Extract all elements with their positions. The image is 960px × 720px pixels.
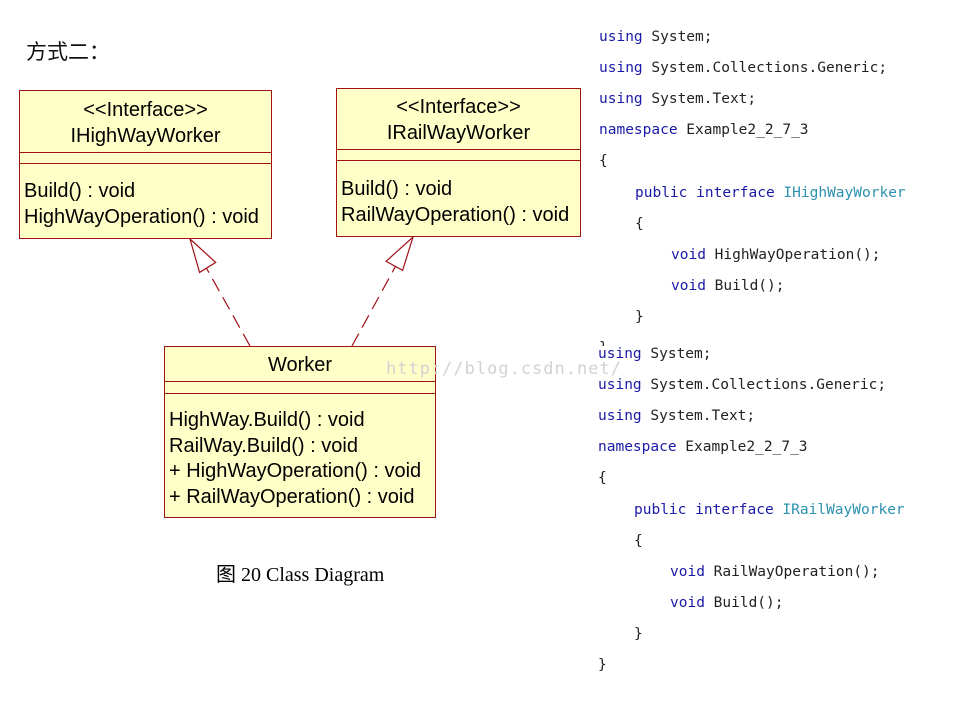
operation-divider: [20, 163, 271, 164]
code-token: System.Text;: [641, 408, 756, 425]
code-token: namespace: [598, 439, 677, 456]
code-token: public: [635, 184, 688, 201]
code-token: Example2_2_7_3: [676, 439, 808, 456]
code-line: void Build();: [671, 278, 785, 294]
operation-item: + HighWayOperation() : void: [169, 460, 422, 482]
operation-item: HighWay.Build() : void: [169, 409, 365, 431]
interface-name: IRailWayWorker: [386, 122, 531, 144]
code-line: {: [635, 216, 644, 232]
realization-line-highway: [202, 261, 251, 347]
code-token: {: [635, 215, 644, 232]
watermark-text: http://blog.csdn.net/: [386, 359, 622, 379]
code-line: void RailWayOperation();: [670, 564, 880, 580]
operation-item: Build() : void: [341, 178, 453, 200]
code-token: }: [634, 625, 643, 642]
hollow-arrowhead-highway: [188, 237, 217, 274]
code-line: }: [634, 626, 643, 642]
code-token: Build();: [704, 594, 784, 611]
code-token: }: [635, 308, 644, 325]
stereotype-label: <<Interface>>: [396, 96, 521, 118]
interface-box-irailwayworker: <<Interface>> IRailWayWorker Build() : v…: [336, 88, 581, 237]
code-line: void Build();: [670, 595, 784, 611]
code-token: using: [599, 60, 643, 77]
code-token: using: [599, 29, 643, 45]
code-token: using: [598, 408, 642, 425]
code-token: {: [634, 532, 643, 549]
code-token: void: [670, 594, 705, 611]
operation-item: RailWayOperation() : void: [341, 204, 570, 226]
code-token: using: [598, 377, 642, 394]
code-block-ihighwayworker: using System;using System.Collections.Ge…: [599, 29, 960, 356]
stereotype-label: <<Interface>>: [83, 99, 208, 121]
code-token: interface: [695, 501, 774, 518]
code-token: {: [598, 470, 607, 487]
code-token: using: [598, 346, 642, 362]
realization-line-railway: [351, 259, 400, 347]
code-token: namespace: [599, 122, 678, 139]
code-token: [687, 185, 696, 201]
operation-divider: [337, 160, 580, 161]
code-line: void HighWayOperation();: [671, 247, 881, 263]
code-token: Example2_2_7_3: [677, 122, 809, 139]
code-token: void: [671, 246, 706, 263]
code-line: using System;: [599, 29, 713, 45]
code-line: using System.Collections.Generic;: [598, 377, 886, 393]
code-block-irailwayworker: using System;using System.Collections.Ge…: [598, 346, 960, 686]
operation-item: HighWayOperation() : void: [24, 206, 259, 228]
code-token: void: [671, 277, 706, 294]
class-name: Worker: [267, 354, 333, 376]
code-token: public: [634, 501, 687, 518]
code-token: interface: [696, 184, 775, 201]
code-token: void: [670, 563, 705, 580]
code-line: public interface IHighWayWorker: [635, 185, 906, 201]
operation-item: + RailWayOperation() : void: [169, 485, 415, 508]
interface-box-ihighwayworker: <<Interface>> IHighWayWorker Build() : v…: [19, 90, 272, 239]
attribute-divider: [337, 149, 580, 150]
page-heading: 方式二：: [26, 40, 110, 64]
code-line: using System.Collections.Generic;: [599, 60, 887, 76]
code-line: using System;: [598, 346, 712, 362]
hollow-arrowhead-railway: [385, 235, 415, 272]
code-token: System.Collections.Generic;: [641, 377, 887, 394]
code-line: }: [598, 657, 607, 673]
code-token: IRailWayWorker: [773, 501, 905, 518]
code-line: namespace Example2_2_7_3: [599, 122, 809, 138]
code-token: [686, 502, 695, 518]
operation-divider: [165, 393, 435, 394]
code-token: IHighWayWorker: [774, 184, 906, 201]
operation-item: Build() : void: [24, 180, 136, 202]
attribute-divider: [165, 381, 435, 382]
attribute-divider: [20, 152, 271, 153]
class-box-worker: Worker HighWay.Build() : void RailWay.Bu…: [164, 346, 436, 518]
code-line: {: [598, 470, 607, 486]
code-line: public interface IRailWayWorker: [634, 502, 905, 518]
figure-caption: 图 20 Class Diagram: [216, 564, 385, 586]
code-line: namespace Example2_2_7_3: [598, 439, 808, 455]
operation-item: RailWay.Build() : void: [169, 434, 358, 457]
code-line: using System.Text;: [599, 91, 756, 107]
code-token: System;: [642, 29, 713, 45]
code-line: {: [634, 533, 643, 549]
code-token: }: [598, 657, 607, 673]
code-token: using: [599, 91, 643, 108]
code-token: {: [599, 153, 608, 170]
code-token: System;: [641, 346, 712, 362]
code-token: System.Text;: [642, 91, 757, 108]
code-token: Build();: [705, 277, 785, 294]
code-token: RailWayOperation();: [704, 563, 880, 580]
code-line: using System.Text;: [598, 408, 755, 424]
code-line: }: [635, 309, 644, 325]
code-line: {: [599, 153, 608, 169]
code-token: HighWayOperation();: [705, 246, 881, 263]
code-token: System.Collections.Generic;: [642, 60, 888, 77]
interface-name: IHighWayWorker: [70, 125, 221, 147]
